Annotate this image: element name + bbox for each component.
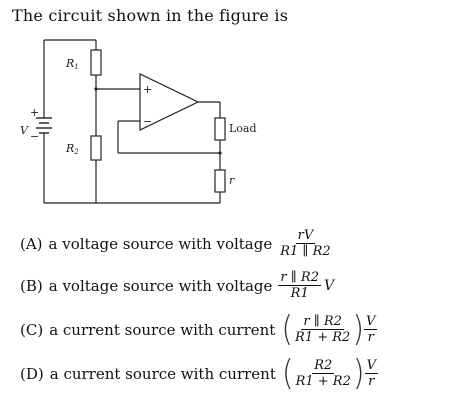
option-c-fraction: r ∥ R2 R1 + R2 [293, 314, 352, 345]
resistor-load [214, 117, 226, 141]
option-a-text: a voltage source with voltage [48, 234, 273, 253]
option-a-numerator: rV [295, 228, 316, 244]
option-d-letter: (D) [20, 364, 44, 383]
r1-label: R1 [65, 57, 79, 71]
resistor-r2 [90, 135, 102, 161]
option-c[interactable]: (C) a current source with current ( r ∥ … [20, 308, 378, 350]
circuit-diagram: R1 R2 V + − + − Load r [20, 39, 257, 204]
option-d-text: a current source with current [49, 364, 276, 383]
opamp-minus: − [143, 115, 152, 128]
option-a[interactable]: (A) a voltage source with voltage rV R1 … [20, 228, 333, 259]
option-b-numerator: r ∥ R2 [278, 270, 321, 286]
option-a-letter: (A) [20, 234, 43, 253]
option-c-text: a current source with current [49, 320, 276, 339]
open-paren: ( [281, 352, 294, 394]
option-b-fraction: r ∥ R2 R1 [278, 270, 321, 301]
option-d-fraction: R2 R1 + R2 [294, 358, 353, 389]
option-c-letter: (C) [20, 320, 44, 339]
option-c-denominator-2: r [367, 330, 374, 345]
battery-plus: + [30, 106, 39, 119]
option-c-numerator-2: V [364, 314, 378, 330]
option-c-denominator: R1 + R2 [295, 330, 351, 345]
load-label: Load [229, 122, 257, 135]
option-d-denominator-2: r [368, 374, 375, 389]
r-label: r [229, 174, 235, 187]
close-paren: ) [352, 308, 365, 350]
question-text: The circuit shown in the figure is [12, 6, 289, 25]
option-d-denominator: R1 + R2 [295, 374, 351, 389]
resistor-r1 [90, 49, 102, 76]
option-c-numerator: r ∥ R2 [301, 314, 344, 330]
opamp-triangle [139, 73, 200, 131]
option-b-text: a voltage source with voltage [48, 276, 273, 295]
option-d-fraction-2: V r [364, 358, 378, 389]
opamp-plus: + [143, 83, 152, 96]
option-d-numerator: R2 [312, 358, 335, 374]
source-label: V [20, 124, 29, 137]
option-b[interactable]: (B) a voltage source with voltage r ∥ R2… [20, 270, 334, 301]
option-d[interactable]: (D) a current source with current ( R2 R… [20, 352, 378, 394]
battery-minus: − [30, 130, 39, 143]
option-b-tail: V [323, 277, 335, 294]
option-b-letter: (B) [20, 276, 43, 295]
open-paren: ( [281, 308, 294, 350]
option-c-fraction-2: V r [364, 314, 378, 345]
option-a-fraction: rV R1 ∥ R2 [278, 228, 332, 259]
option-b-denominator: R1 [290, 286, 309, 301]
option-a-denominator: R1 ∥ R2 [280, 244, 331, 259]
option-d-numerator-2: V [364, 358, 378, 374]
r2-label: R2 [65, 142, 79, 156]
resistor-r [214, 169, 226, 193]
close-paren: ) [352, 352, 365, 394]
